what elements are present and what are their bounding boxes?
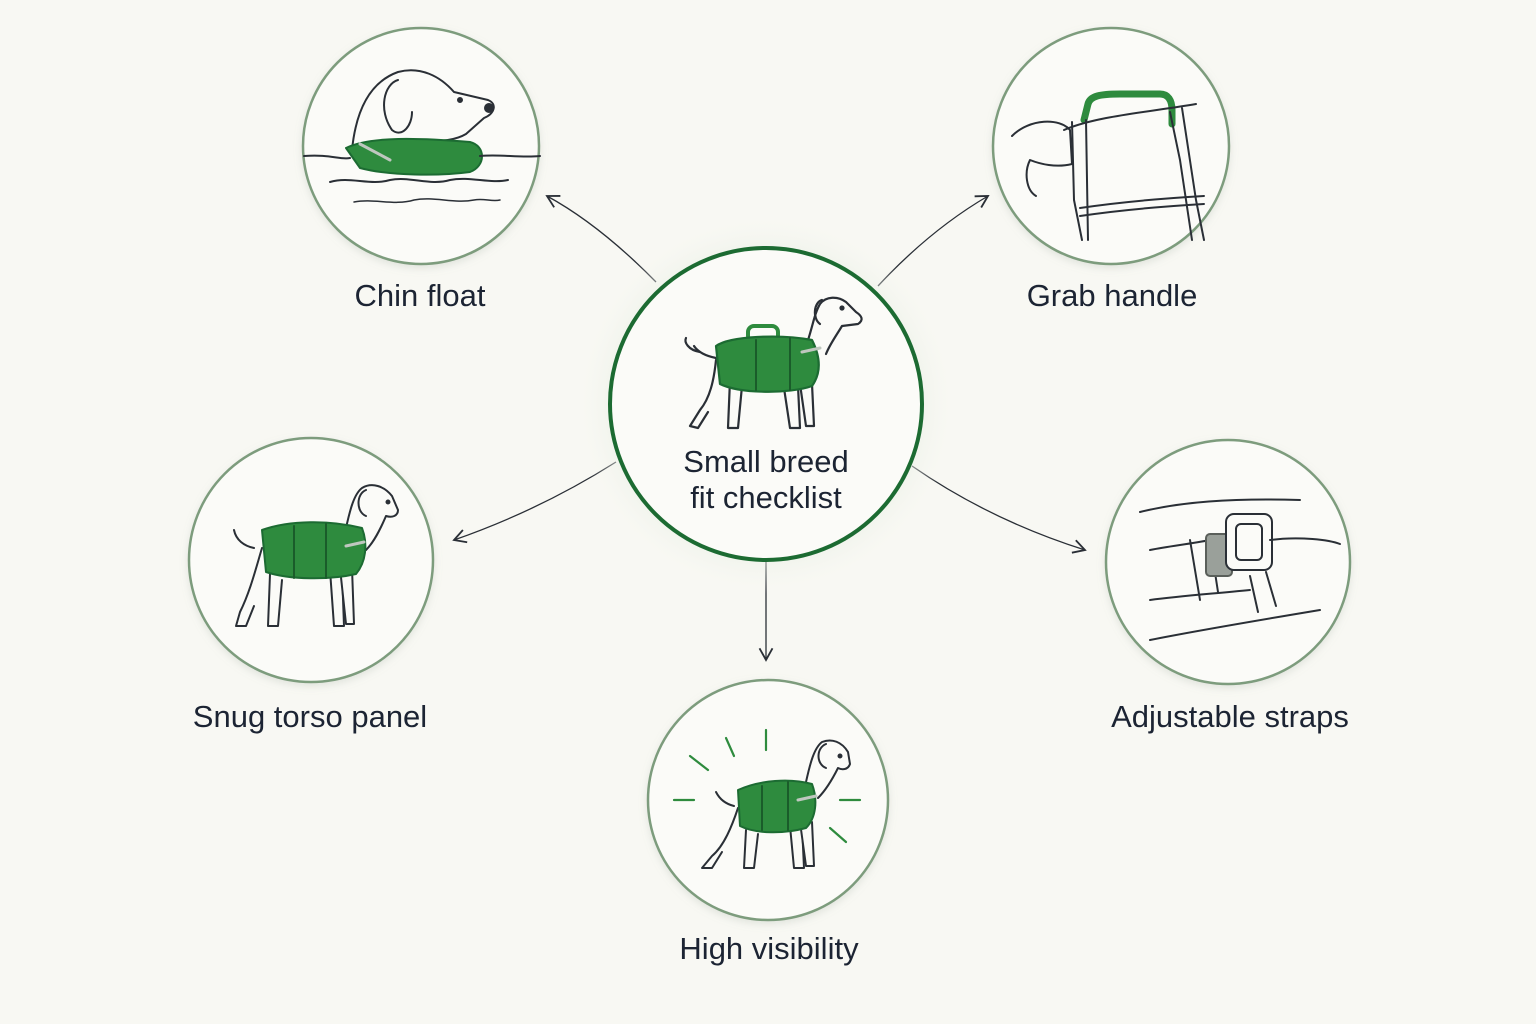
node-chin-float <box>301 26 541 266</box>
dog-high-visibility-icon <box>672 728 862 869</box>
node-grab-handle <box>991 26 1231 266</box>
center-title-line-1: Small breed <box>683 444 849 479</box>
center-title: Small breed fit checklist <box>683 444 848 516</box>
dog-with-vest-icon <box>684 296 863 430</box>
label-chin-float: Chin float <box>354 278 486 313</box>
label-snug-torso-panel: Snug torso panel <box>192 699 428 734</box>
vest-grab-handle-icon <box>1011 90 1205 241</box>
node-high-visibility <box>646 678 890 922</box>
center-hub <box>576 214 956 594</box>
node-adjustable-straps <box>1104 438 1352 686</box>
label-high-visibility: High visibility <box>679 931 859 966</box>
node-snug-torso-panel <box>187 436 435 684</box>
dog-swimming-chin-float-icon <box>303 69 541 204</box>
center-title-line-2: fit checklist <box>690 480 842 515</box>
dog-torso-vest-icon <box>233 484 399 627</box>
label-grab-handle: Grab handle <box>1026 278 1198 313</box>
label-adjustable-straps: Adjustable straps <box>1111 699 1349 734</box>
strap-buckle-icon <box>1139 498 1341 641</box>
visibility-rays <box>672 728 862 844</box>
